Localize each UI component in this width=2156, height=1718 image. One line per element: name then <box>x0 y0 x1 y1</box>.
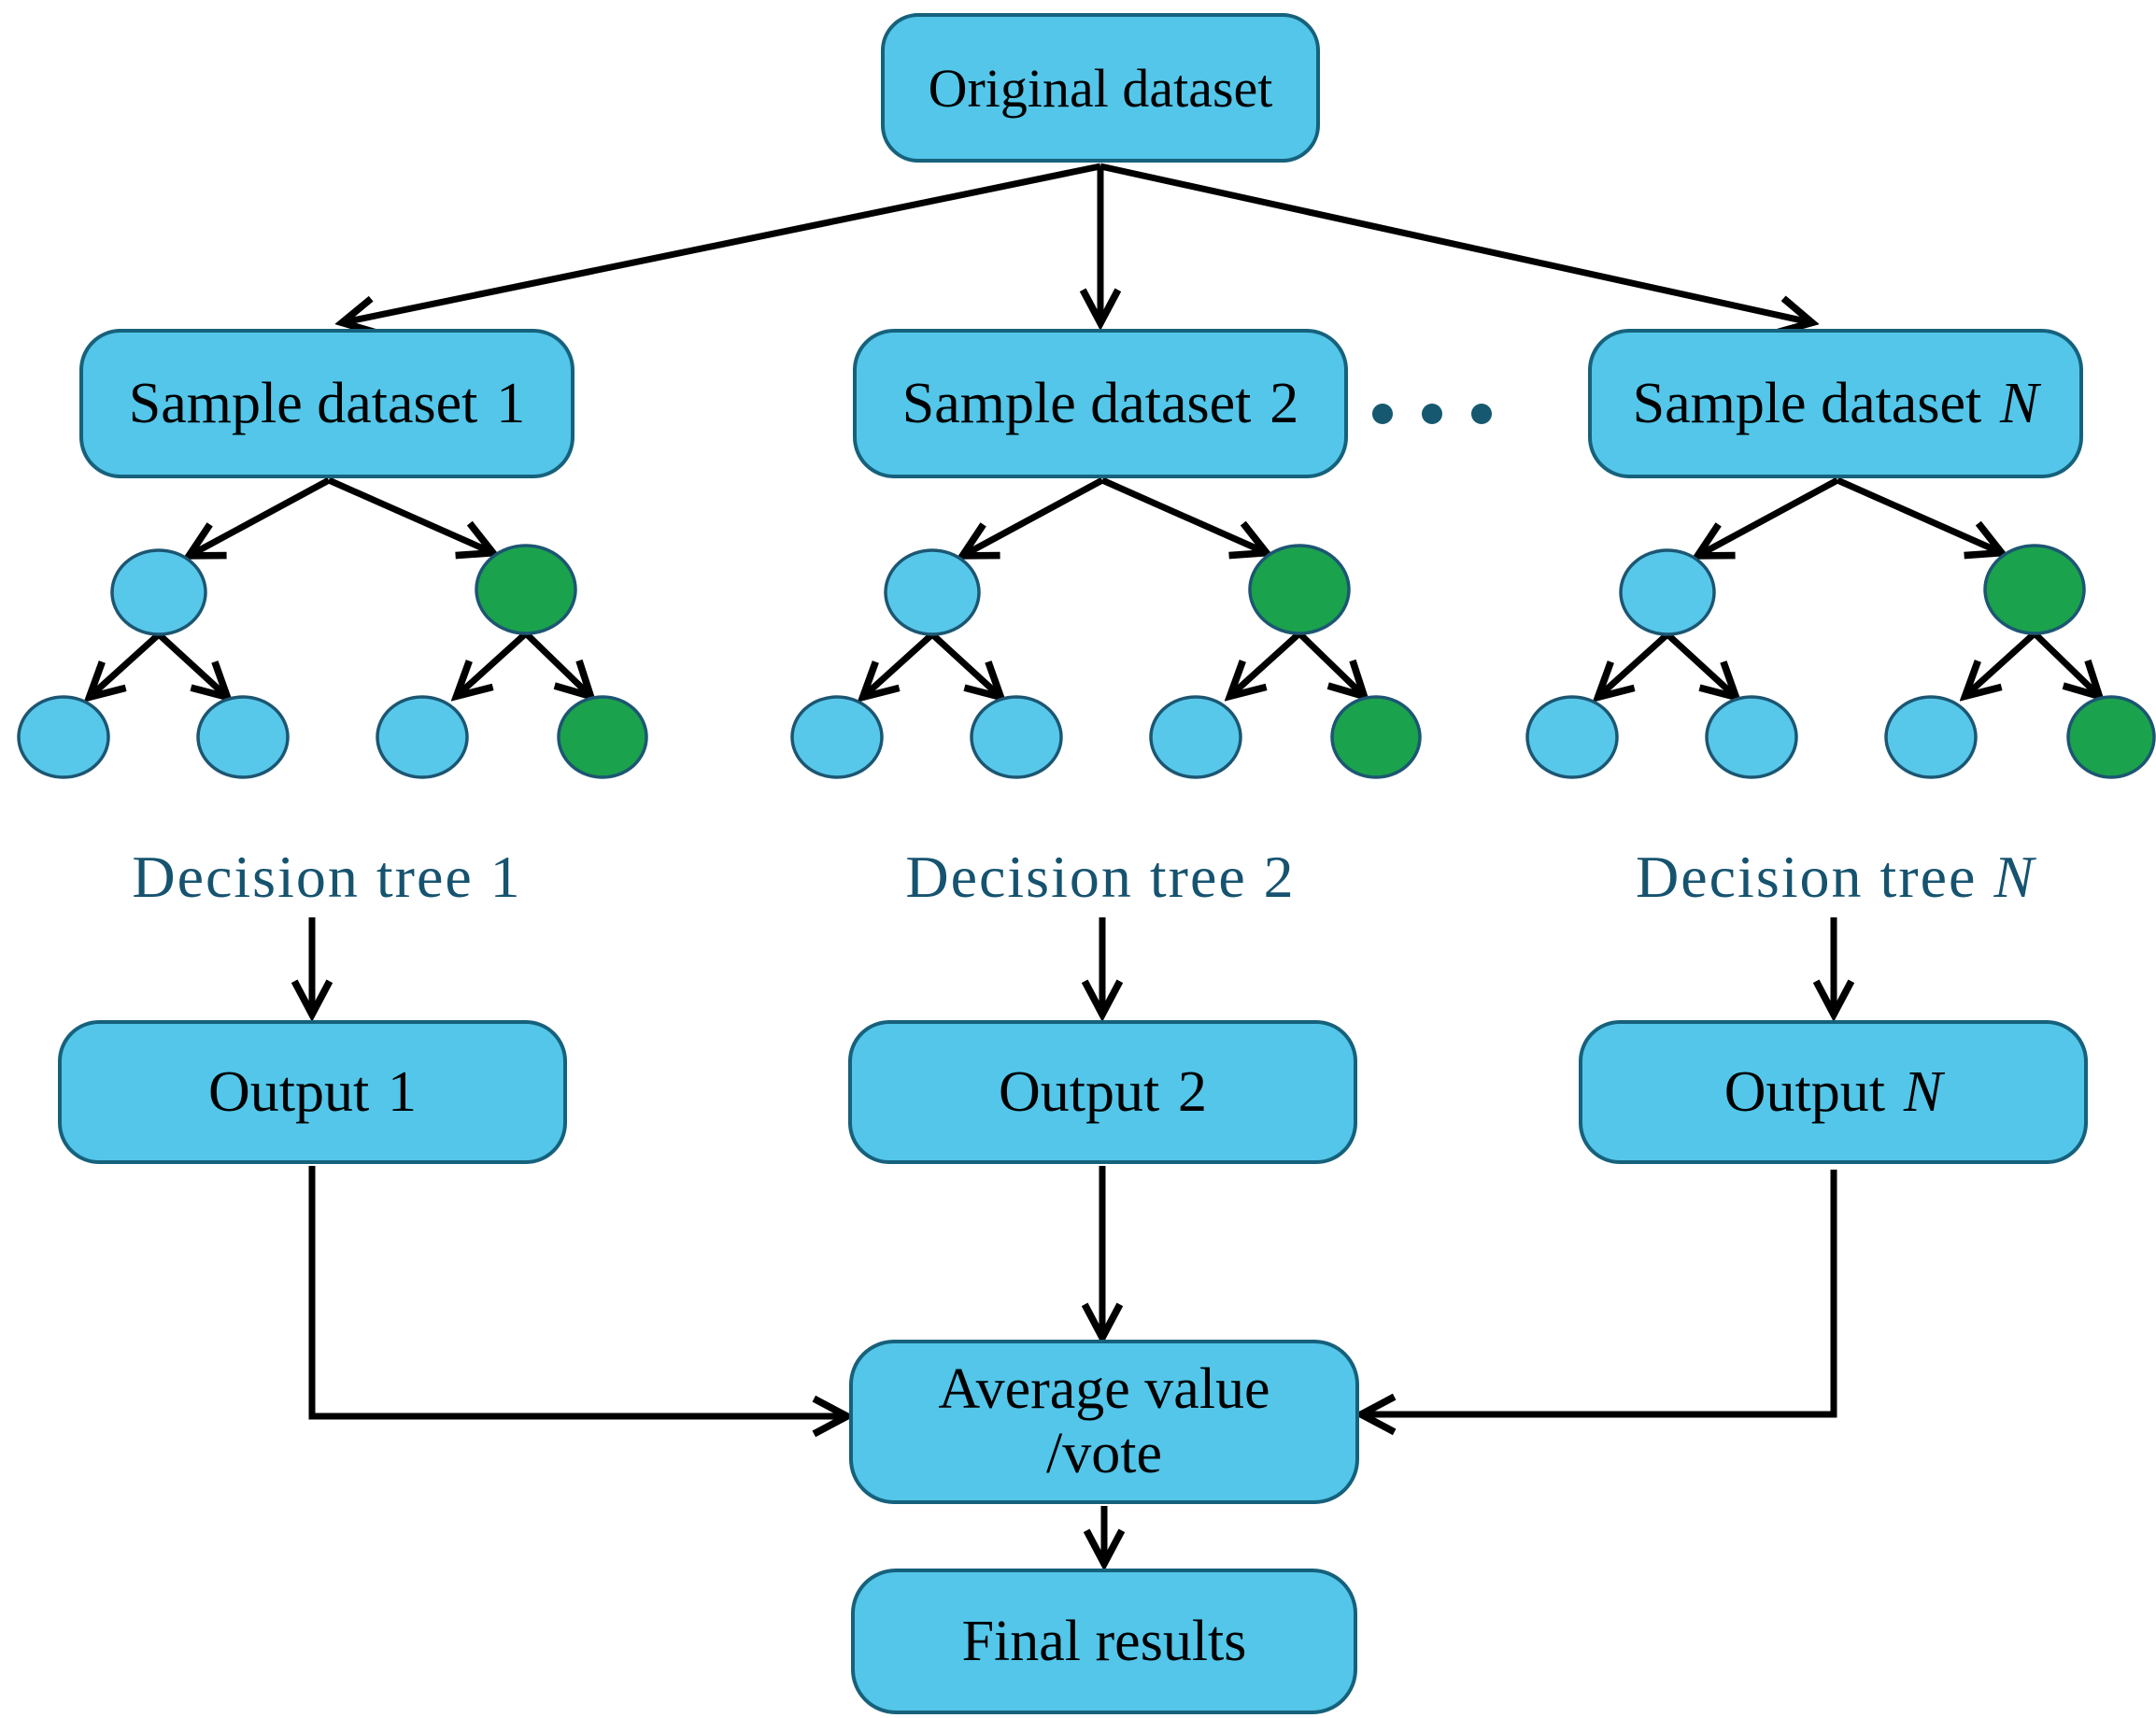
sample-dataset-2-label: Sample dataset <box>901 371 1252 435</box>
sample-dataset-1-number: 1 <box>496 371 526 435</box>
ellipsis-dots <box>1372 404 1492 424</box>
ellipsis-dot-2 <box>1422 404 1442 424</box>
tree-1-edge-right-2 <box>523 631 589 695</box>
sample-dataset-2-number: 2 <box>1269 371 1299 435</box>
output-n-number: N <box>1903 1059 1943 1124</box>
tree-n-edge-right-1 <box>1966 631 2037 695</box>
decision-tree-1-label-text: Decision tree <box>132 844 474 910</box>
output-2-label: Output <box>998 1059 1160 1124</box>
output-2-number: 2 <box>1178 1059 1208 1124</box>
tree-2-node-l1-right <box>1248 544 1351 635</box>
output-1-label: Output <box>207 1059 370 1124</box>
tree-1-edge-root-left <box>191 476 331 555</box>
decision-tree-2-label-number: 2 <box>1263 844 1296 910</box>
sample-dataset-n-number: N <box>2000 371 2039 435</box>
tree-2-edge-root-left <box>964 476 1104 555</box>
original-dataset-box: Original dataset <box>881 13 1320 163</box>
sample-dataset-n-box: Sample dataset N <box>1588 329 2083 478</box>
tree-1-edge-right-1 <box>458 631 529 695</box>
output-2-box: Output 2 <box>848 1020 1357 1164</box>
output-n-label: Output <box>1723 1059 1886 1124</box>
tree-2-node-l2-c <box>1149 695 1242 779</box>
tree-n-edge-root-right <box>1836 476 2000 552</box>
tree-n-edge-right-2 <box>2032 631 2098 695</box>
decision-tree-2-label-text: Decision tree <box>905 844 1247 910</box>
tree-1-node-l1-left <box>110 548 207 636</box>
tree-n-node-l2-b <box>1705 695 1798 779</box>
decision-tree-2-graph <box>790 476 1422 779</box>
average-value-line2: /vote <box>1046 1422 1162 1485</box>
tree-1-node-l2-c <box>376 695 469 779</box>
tree-2-node-l1-left <box>884 548 981 636</box>
ellipsis-dot-1 <box>1372 404 1393 424</box>
tree-1-node-l1-right <box>475 544 577 635</box>
tree-1-edge-left-1 <box>91 632 162 696</box>
tree-n-edge-left-2 <box>1665 632 1735 696</box>
tree-n-edge-left-1 <box>1599 632 1670 696</box>
tree-2-edge-right-2 <box>1297 631 1363 695</box>
average-value-line1: Average value <box>938 1356 1270 1421</box>
tree-2-edge-left-1 <box>864 632 935 696</box>
tree-n-node-l2-a <box>1525 695 1619 779</box>
tree-2-node-l2-d <box>1330 695 1422 779</box>
sample-dataset-1-box: Sample dataset 1 <box>79 329 574 478</box>
tree-2-edge-root-right <box>1100 476 1265 552</box>
arrow-original-to-sample-1 <box>344 163 1101 322</box>
connector-output-1-to-average <box>308 1166 845 1416</box>
output-1-box: Output 1 <box>58 1020 567 1164</box>
tree-n-node-l1-right <box>1983 544 2086 635</box>
sample-dataset-1-label: Sample dataset <box>128 371 478 435</box>
tree-n-edge-root-left <box>1699 476 1839 555</box>
tree-n-node-l2-d <box>2066 695 2156 779</box>
decision-tree-n-graph <box>1525 476 2156 779</box>
sample-dataset-2-box: Sample dataset 2 <box>853 329 1348 478</box>
decision-tree-1-graph <box>17 476 648 779</box>
original-dataset-label: Original dataset <box>928 57 1273 119</box>
tree-n-node-l1-left <box>1619 548 1716 636</box>
arrow-original-to-sample-n <box>1099 163 1810 322</box>
output-1-number: 1 <box>388 1059 418 1124</box>
tree-1-edge-root-right <box>327 476 491 552</box>
fan-arrows <box>344 163 1810 322</box>
tree-2-node-l2-b <box>970 695 1063 779</box>
decision-tree-n-label-number: N <box>1993 844 2035 910</box>
ellipsis-dot-3 <box>1471 404 1492 424</box>
tree-n-node-l2-c <box>1884 695 1978 779</box>
connector-output-n-to-average <box>1363 1170 1837 1414</box>
final-results-label: Final results <box>961 1609 1247 1673</box>
average-value-box: Average value /vote <box>849 1340 1359 1504</box>
tree-2-edge-right-1 <box>1231 631 1302 695</box>
final-results-box: Final results <box>851 1569 1357 1714</box>
sample-dataset-n-label: Sample dataset <box>1632 371 1982 435</box>
decision-tree-n-label-text: Decision tree <box>1636 844 1978 910</box>
tree-1-edge-left-2 <box>156 632 226 696</box>
output-n-box: Output N <box>1579 1020 2088 1164</box>
tree-1-node-l2-b <box>196 695 290 779</box>
tree-2-node-l2-a <box>790 695 884 779</box>
tree-1-node-l2-a <box>17 695 110 779</box>
decision-tree-1-label-number: 1 <box>489 844 522 910</box>
tree-2-edge-left-2 <box>929 632 1000 696</box>
tree-1-node-l2-d <box>557 695 648 779</box>
